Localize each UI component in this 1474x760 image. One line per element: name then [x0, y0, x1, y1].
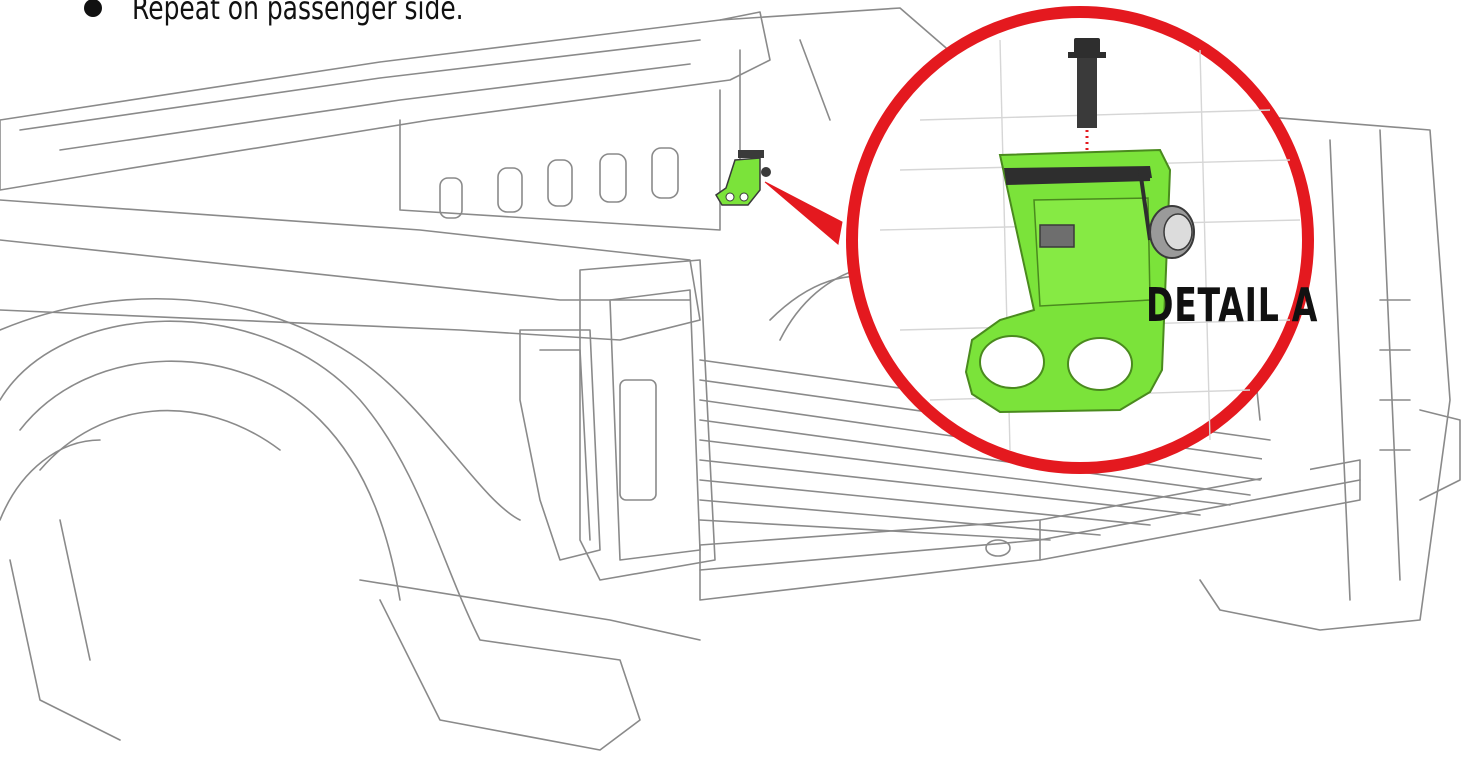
instruction-text: Repeat on passenger side.	[132, 0, 464, 27]
blank-patch	[1262, 448, 1310, 488]
instruction-line: Repeat on passenger side.	[84, 0, 557, 30]
bracket-icon	[964, 148, 1172, 414]
spacer-icon	[1149, 205, 1195, 259]
nut-icon	[1039, 224, 1075, 248]
detail-label: DETAIL A	[1146, 278, 1319, 332]
bolt-icon	[1068, 38, 1106, 128]
bracket-on-truck	[714, 150, 771, 206]
callout-leader	[764, 181, 843, 245]
bullet-dot-icon	[84, 0, 102, 17]
